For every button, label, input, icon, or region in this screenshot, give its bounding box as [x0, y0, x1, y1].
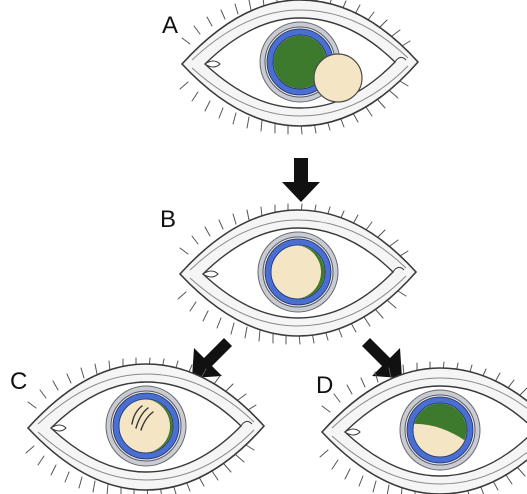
eye-b [178, 204, 416, 344]
eye-a [180, 0, 418, 134]
diagonal-arrow-icon [362, 338, 402, 378]
label-a: A [162, 14, 178, 38]
cream-disc [314, 54, 362, 102]
eye-d [320, 362, 527, 494]
label-b: B [160, 208, 176, 232]
diagonal-arrow-icon [192, 338, 232, 378]
label-c: C [10, 370, 27, 394]
label-d: D [316, 374, 333, 398]
eye-c [26, 358, 264, 494]
down-arrow-icon [282, 158, 320, 202]
